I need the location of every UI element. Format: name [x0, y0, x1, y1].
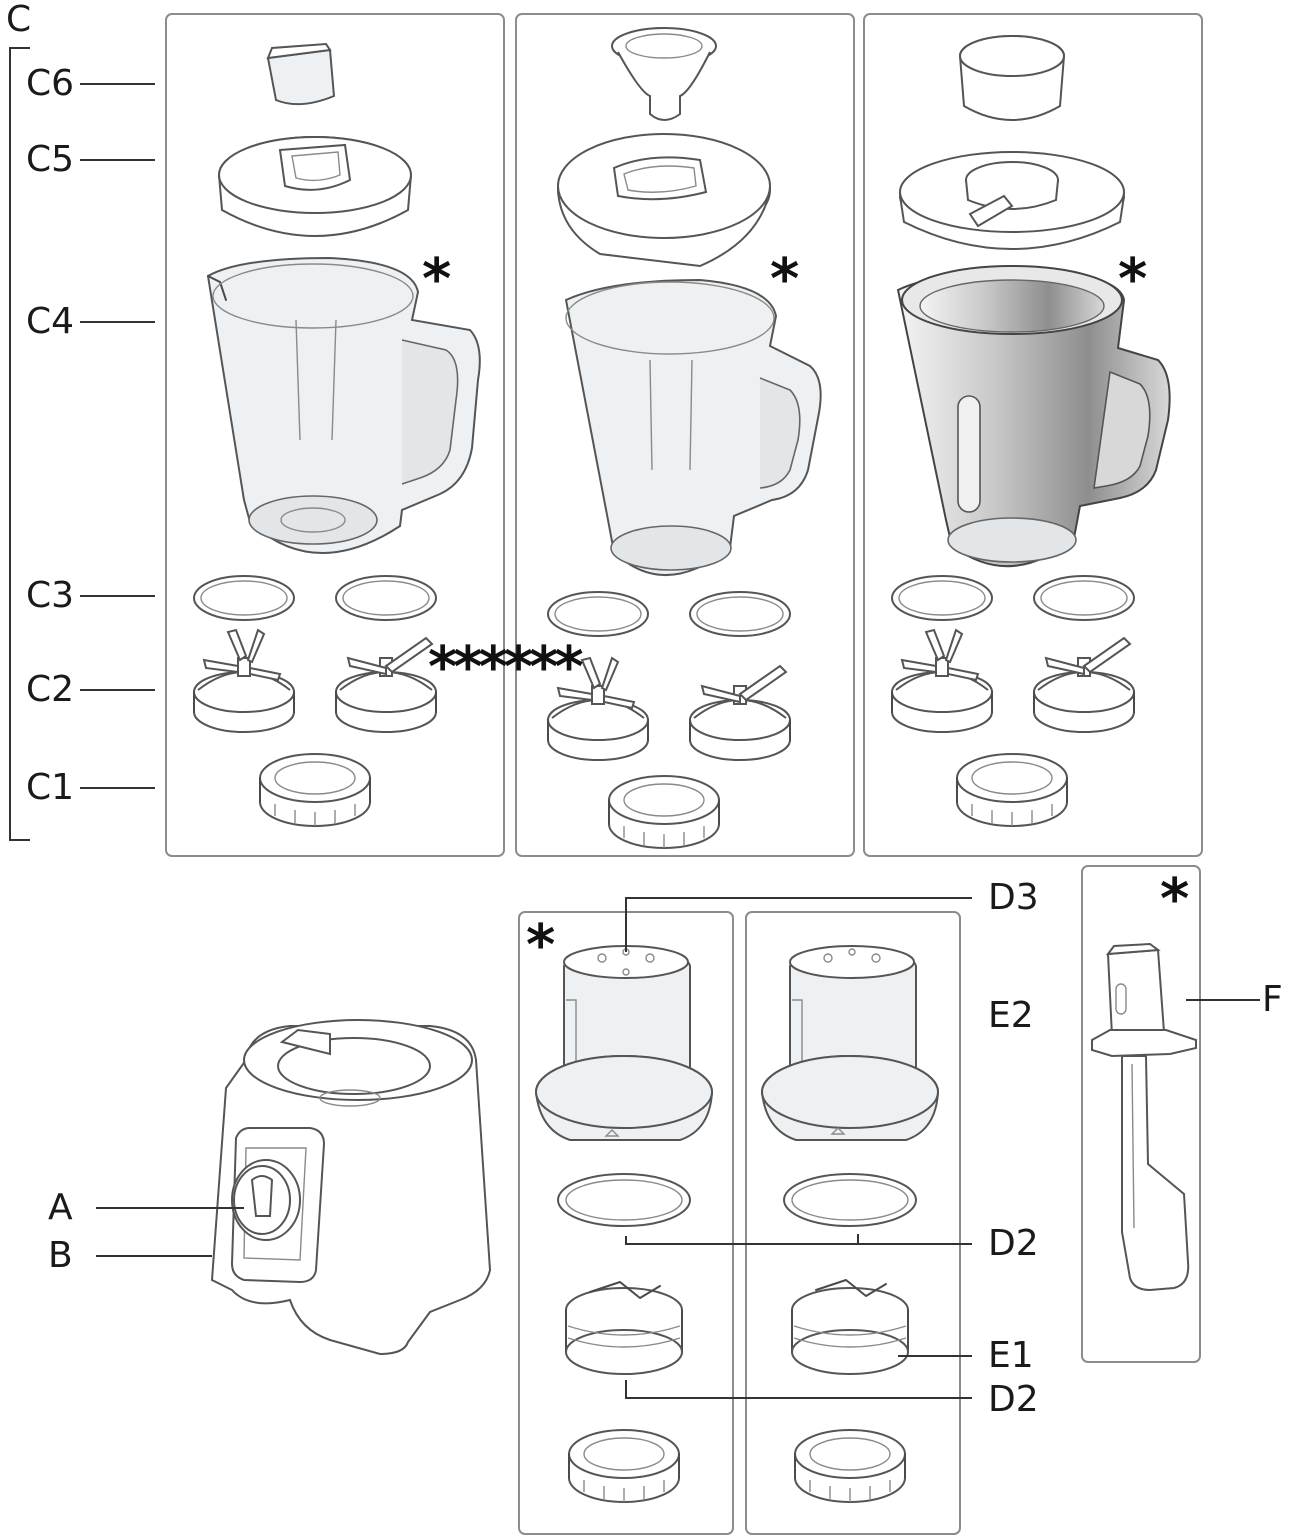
asterisk-jar-2: * [770, 247, 800, 312]
jar-1-parts [193, 42, 481, 827]
mill-1-parts [535, 945, 713, 1503]
jar-frame-3 [863, 13, 1203, 857]
label-c5: C5 [26, 139, 75, 180]
spatula-frame [1081, 865, 1201, 1363]
mill-frame-2 [745, 911, 961, 1535]
label-d2-lower: D2 [988, 1379, 1039, 1420]
label-e1: E1 [988, 1335, 1034, 1376]
label-f: F [1262, 979, 1283, 1020]
jar-frame-2 [515, 13, 855, 857]
c-bracket [9, 47, 30, 841]
jar-3-parts [891, 35, 1171, 827]
motor-base [210, 1019, 492, 1356]
asterisk-blades: ****** [428, 635, 584, 700]
jar-2-parts [547, 27, 822, 849]
label-c3: C3 [26, 575, 75, 616]
asterisk-spatula: * [1160, 867, 1190, 932]
label-c2: C2 [26, 669, 75, 710]
asterisk-jar-1: * [422, 247, 452, 312]
label-e2: E2 [988, 995, 1034, 1036]
mill-2-parts [761, 945, 939, 1503]
jar-frame-1 [165, 13, 505, 857]
asterisk-jar-3: * [1118, 247, 1148, 312]
label-c4: C4 [26, 301, 75, 342]
label-b: B [48, 1235, 73, 1276]
label-a: A [48, 1187, 73, 1228]
label-c6: C6 [26, 63, 75, 104]
label-d2-upper: D2 [988, 1223, 1039, 1264]
asterisk-mill: * [526, 913, 556, 978]
spatula [1091, 942, 1197, 1292]
label-c1: C1 [26, 767, 75, 808]
label-d3: D3 [988, 877, 1039, 918]
label-c: C [6, 0, 32, 40]
